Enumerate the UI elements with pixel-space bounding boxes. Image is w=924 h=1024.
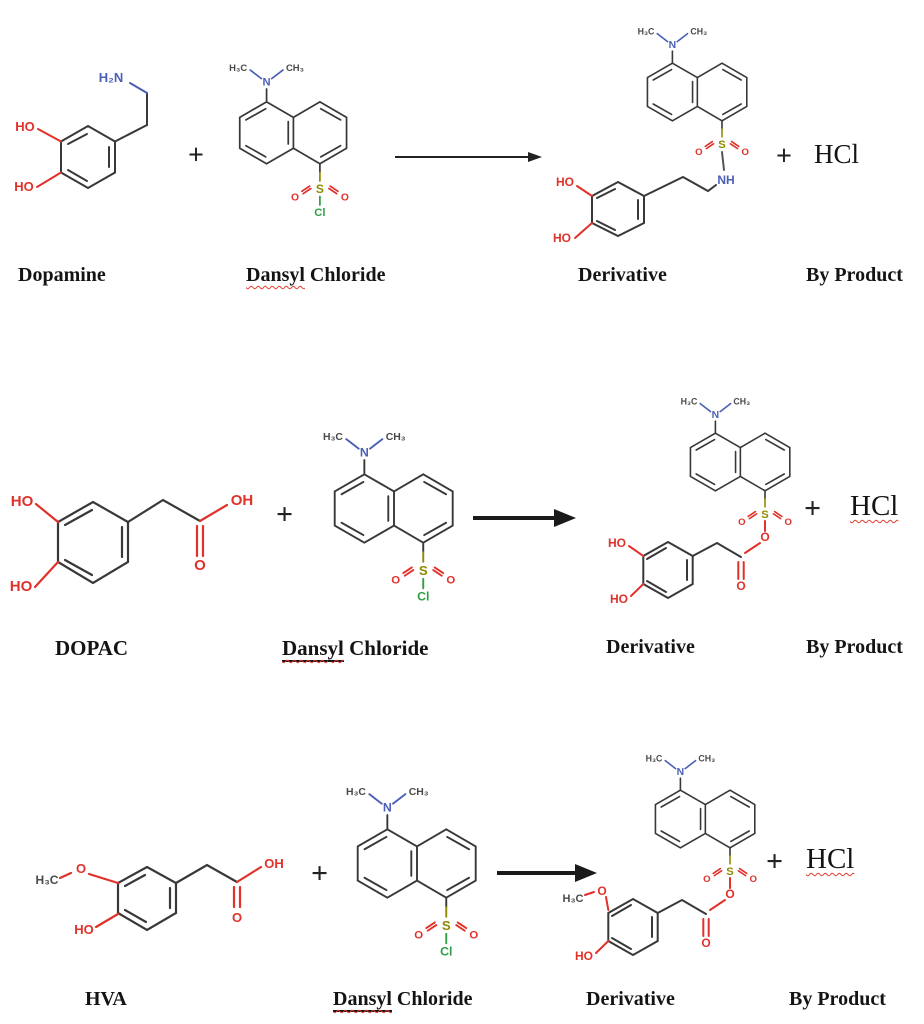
- hcl-text: HCl: [814, 139, 860, 169]
- oxygen-label: O: [194, 557, 206, 574]
- hydroxyl-label: HO: [15, 119, 35, 134]
- reagent-word-chloride: Chloride: [349, 636, 429, 660]
- plus-operator: +: [766, 845, 784, 878]
- label-reactant-dopac: DOPAC: [55, 636, 129, 660]
- dansyl-chloride-structure: [229, 63, 349, 219]
- dansyl-dopac-derivative-structure: [608, 396, 792, 606]
- label-reagent-dansyl-chloride: Dansyl Chloride: [282, 636, 429, 662]
- amine-label: H₂N: [99, 70, 124, 85]
- label-product-derivative: Derivative: [586, 988, 675, 1010]
- oxygen-bonds: [58, 865, 263, 929]
- plus-operator: +: [804, 492, 822, 525]
- reaction-arrow-3: [497, 864, 597, 882]
- hydroxyl-label: HO: [10, 578, 33, 595]
- dansyl-chloride-structure: [323, 432, 455, 604]
- reagent-word-dansyl: Dansyl: [282, 636, 344, 662]
- s-n-bond: [721, 151, 725, 171]
- methyl-label: H₃C: [36, 873, 59, 887]
- hydroxyl-label: HO: [556, 175, 574, 189]
- label-byproduct: By Product: [789, 988, 886, 1010]
- label-reactant-hva: HVA: [85, 988, 127, 1010]
- plus-operator: +: [188, 140, 204, 171]
- reagent-word-dansyl: Dansyl: [246, 264, 305, 286]
- dansyl-chloride-structure: [346, 787, 478, 959]
- oxygen-bonds: [33, 502, 229, 589]
- plus-operator: +: [776, 141, 792, 172]
- ho-bonds: [36, 128, 62, 188]
- hydroxyl-label: OH: [264, 856, 284, 871]
- hva-structure: H₃C O HO OH O: [36, 856, 284, 937]
- dansyl-hva-derivative-structure: [563, 753, 758, 963]
- label-product-derivative: Derivative: [606, 636, 695, 658]
- label-product-derivative: Derivative: [578, 264, 667, 286]
- oxygen-label: O: [232, 910, 242, 925]
- dansyl-dopamine-derivative-structure: NH HO HO: [553, 25, 751, 245]
- hydroxyl-label: HO: [11, 493, 34, 510]
- dopac-bonds: [56, 498, 202, 585]
- hydroxyl-label: HO: [553, 231, 571, 245]
- hydroxyl-label: HO: [74, 922, 94, 937]
- plus-operator: +: [276, 498, 294, 531]
- amide-nh-label: NH: [717, 173, 734, 187]
- reaction-arrow-1: [395, 152, 542, 162]
- reaction-arrow-2: [473, 509, 576, 527]
- label-byproduct: By Product: [806, 264, 903, 286]
- chain-bonds: [643, 175, 717, 197]
- reagent-word-dansyl: Dansyl: [333, 988, 392, 1012]
- reagent-word-chloride: Chloride: [396, 988, 473, 1010]
- label-reactant-dopamine: Dopamine: [18, 264, 106, 286]
- hydroxyl-label: OH: [231, 492, 254, 509]
- label-reagent-dansyl-chloride: Dansyl Chloride: [246, 264, 385, 287]
- dopac-structure: HO HO OH O: [10, 492, 254, 595]
- plus-operator: +: [311, 857, 329, 890]
- byproduct-formula: HCl: [850, 492, 898, 521]
- byproduct-formula: HCl: [814, 141, 859, 168]
- reagent-word-chloride: Chloride: [309, 264, 386, 286]
- byproduct-formula: HCl: [806, 845, 854, 874]
- ho-bonds: [574, 185, 593, 239]
- hydroxyl-label: HO: [14, 179, 34, 194]
- oxygen-label: O: [76, 861, 86, 876]
- amine-bond: [129, 82, 148, 94]
- label-byproduct: By Product: [806, 636, 903, 658]
- label-reagent-dansyl-chloride: Dansyl Chloride: [333, 988, 473, 1012]
- hcl-text: HCl: [806, 843, 855, 875]
- hcl-text: HCl: [850, 490, 899, 522]
- hva-bonds: [116, 863, 239, 932]
- catechol-ring-bonds: [591, 180, 645, 238]
- dopamine-structure: H₂N HO HO: [14, 70, 148, 194]
- dopamine-bonds: [60, 92, 148, 190]
